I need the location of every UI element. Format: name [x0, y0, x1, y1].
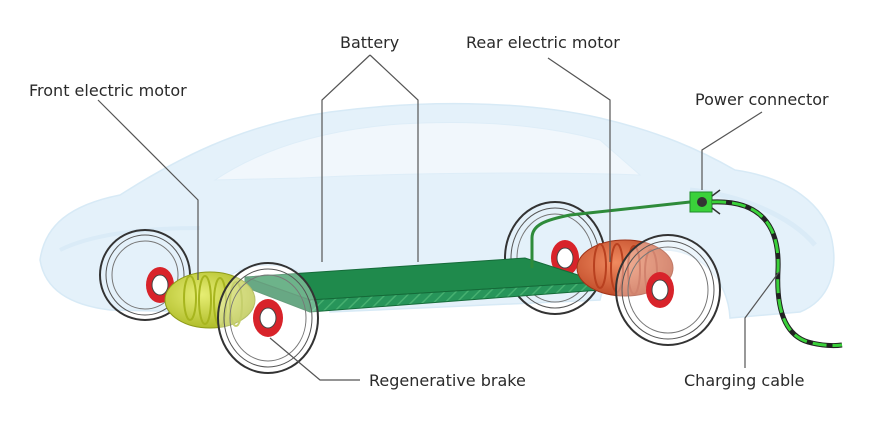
rear-right-wheel [615, 234, 721, 346]
leader-lines [97, 54, 780, 381]
label-front-motor: Front electric motor [29, 81, 187, 100]
leader-regen-brake [269, 337, 360, 381]
charging-cable [711, 199, 843, 349]
front-right-wheel [217, 262, 319, 374]
label-regen-brake: Regenerative brake [369, 371, 526, 390]
leader-front-motor [97, 99, 199, 280]
leader-rear-motor [547, 57, 611, 262]
car-body-outline [39, 102, 835, 319]
leader-charging-cable [744, 271, 780, 368]
leader-power-connector [701, 111, 763, 190]
power-connector [689, 189, 721, 215]
label-battery: Battery [340, 33, 400, 52]
leader-battery-right [369, 54, 419, 262]
battery-pack [244, 257, 601, 313]
leader-battery-left [321, 54, 371, 262]
car-body [39, 102, 835, 319]
label-rear-motor: Rear electric motor [466, 33, 620, 52]
label-charging-cable: Charging cable [684, 371, 805, 390]
car-hood-highlight [59, 226, 201, 252]
hv-cable [530, 200, 691, 268]
label-power-connector: Power connector [695, 90, 829, 109]
car-window [213, 122, 642, 181]
